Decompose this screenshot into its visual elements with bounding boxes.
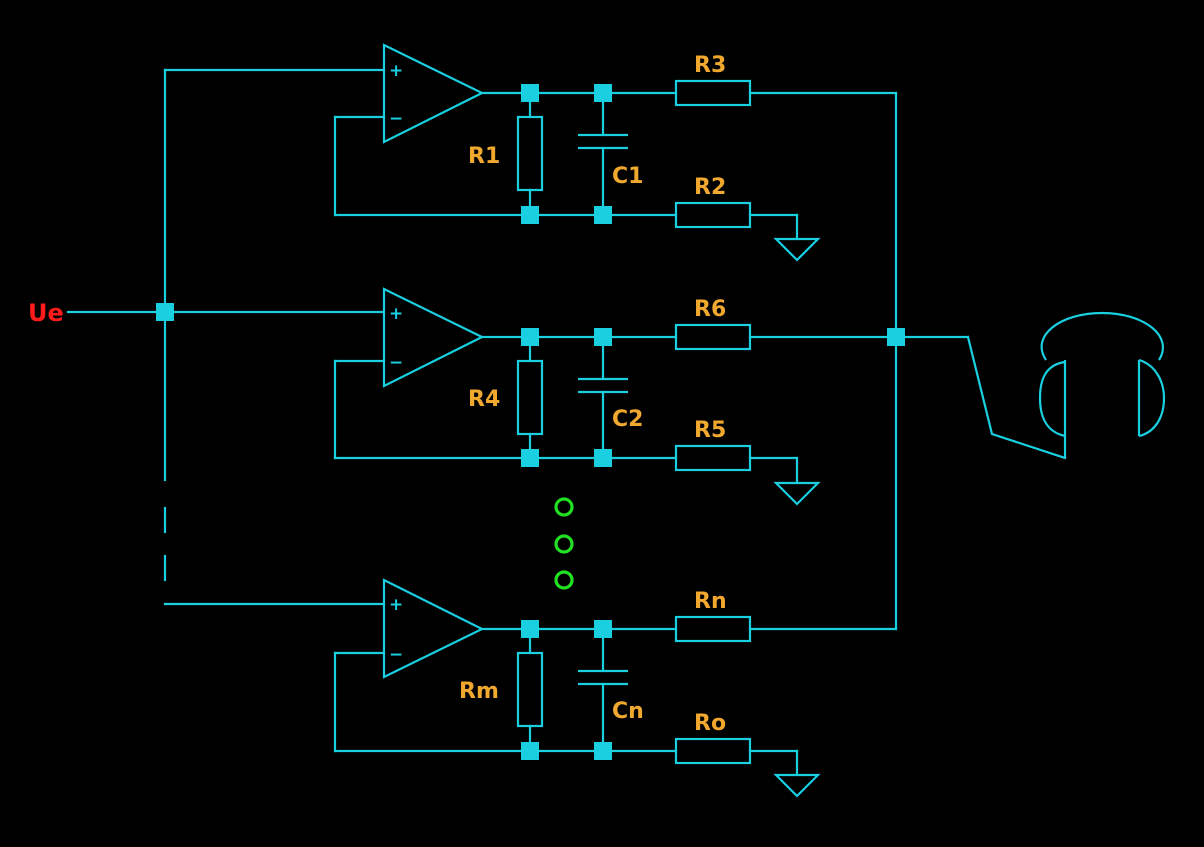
opamp-n-minus-sign: − <box>389 645 403 665</box>
resistor-r1 <box>516 115 544 192</box>
input-junction <box>156 303 174 321</box>
ground-2-icon <box>773 481 821 506</box>
resistor-r5 <box>674 444 752 472</box>
resistor-r6 <box>674 323 752 351</box>
label-r4: R4 <box>468 387 500 412</box>
resistor-r4 <box>516 359 544 436</box>
continuation-dots-icon <box>554 497 574 590</box>
stage-2: + − R4 C2 R6 R5 <box>333 287 970 506</box>
ground-1-icon <box>773 237 821 262</box>
label-r6: R6 <box>694 297 726 322</box>
opamp-2: + − <box>382 287 485 388</box>
label-r1: R1 <box>468 144 500 169</box>
label-rm: Rm <box>459 679 499 704</box>
input-label: Ue <box>28 299 64 327</box>
label-cn: Cn <box>612 699 644 724</box>
label-r3: R3 <box>694 53 726 78</box>
resistor-ro <box>674 737 752 765</box>
label-c2: C2 <box>612 407 643 432</box>
label-r5: R5 <box>694 418 726 443</box>
input-bus: Ue <box>28 68 386 606</box>
opamp-1-plus-sign: + <box>389 61 403 81</box>
opamp-n: + − <box>382 578 485 679</box>
output-bus <box>887 91 1067 631</box>
opamp-2-plus-sign: + <box>389 304 403 324</box>
resistor-rm <box>516 651 544 728</box>
label-ro: Ro <box>694 711 726 736</box>
stage-n: + − Rm Cn Rn Ro <box>333 578 898 798</box>
label-rn: Rn <box>694 589 727 614</box>
opamp-2-minus-sign: − <box>389 353 403 373</box>
resistor-rn <box>674 615 752 643</box>
stage-1: + − R1 C1 R3 R2 <box>333 43 898 262</box>
resistor-r3 <box>674 79 752 107</box>
label-c1: C1 <box>612 164 643 189</box>
opamp-1: + − <box>382 43 485 144</box>
headphones-icon <box>1038 311 1166 458</box>
ground-n-icon <box>773 773 821 798</box>
opamp-1-minus-sign: − <box>389 109 403 129</box>
opamp-n-plus-sign: + <box>389 595 403 615</box>
output-junction <box>887 328 905 346</box>
resistor-r2 <box>674 201 752 229</box>
label-r2: R2 <box>694 175 726 200</box>
